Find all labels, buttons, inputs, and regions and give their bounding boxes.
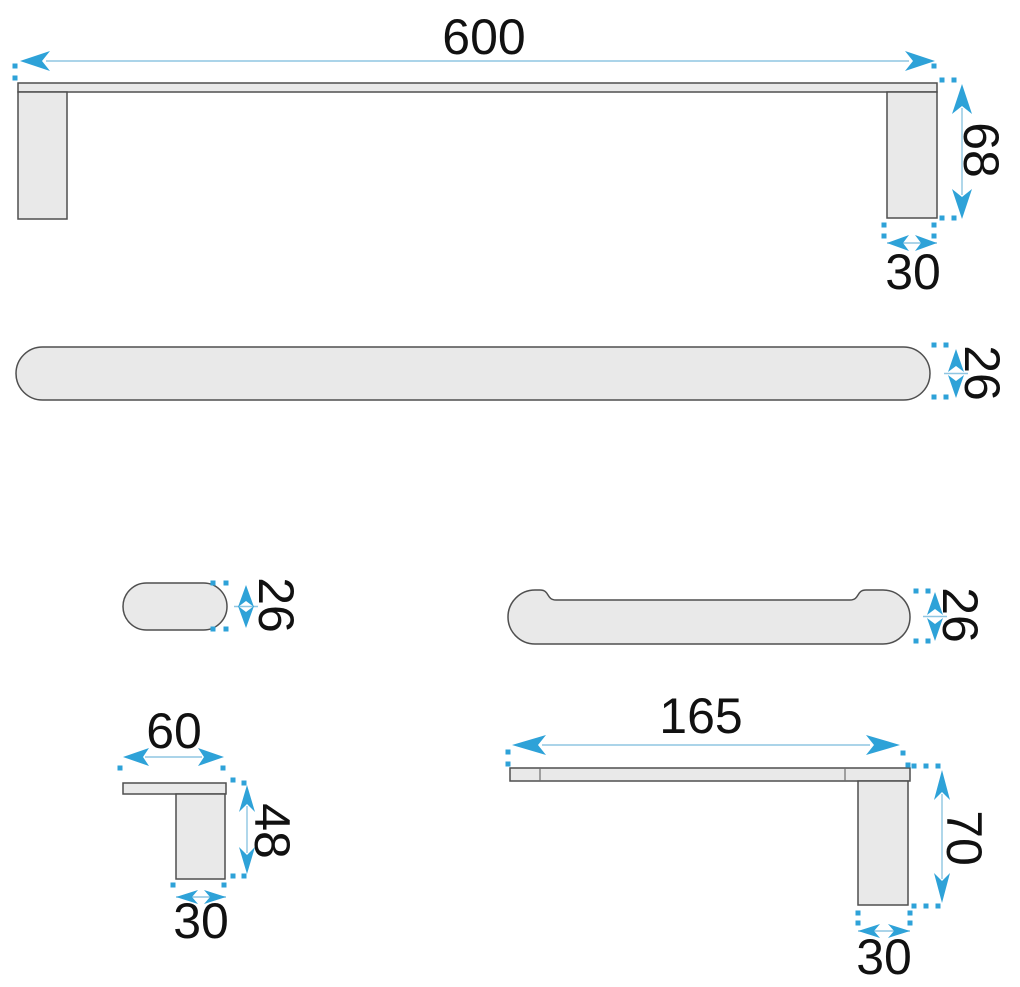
dim-30-side bbox=[855, 910, 913, 938]
bar-profile-view bbox=[15, 342, 968, 401]
bar-top-shape bbox=[507, 589, 911, 645]
bar-profile-shape bbox=[15, 346, 931, 401]
bracket-leg-shape bbox=[175, 793, 226, 880]
side-bar-shape bbox=[509, 767, 911, 782]
dim-48 bbox=[230, 777, 255, 879]
dim-label-bracket-width: 60 bbox=[146, 703, 202, 759]
rail-side-view bbox=[505, 735, 950, 938]
dim-30-bracket bbox=[170, 882, 227, 904]
arrow-left-icon bbox=[176, 890, 198, 904]
arrow-up-icon bbox=[239, 785, 255, 812]
front-bar-shape bbox=[17, 82, 938, 93]
dim-label-post-thickness: 26 bbox=[248, 577, 304, 633]
arrow-up-icon bbox=[952, 84, 972, 114]
arrow-right-icon bbox=[204, 890, 226, 904]
post-profile-view bbox=[122, 580, 258, 632]
arrow-left-icon bbox=[123, 748, 149, 766]
front-right-post-shape bbox=[886, 91, 938, 219]
dim-label-bar-thickness: 26 bbox=[954, 345, 1010, 401]
bracket-side-view bbox=[117, 748, 255, 904]
dim-label-bar-top-thickness: 26 bbox=[932, 587, 988, 643]
arrow-right-icon bbox=[866, 735, 900, 755]
dim-60 bbox=[117, 748, 226, 771]
bracket-plate-shape bbox=[122, 782, 227, 795]
arrow-down-icon bbox=[927, 618, 943, 641]
arrow-up-icon bbox=[238, 585, 254, 607]
dim-600 bbox=[12, 51, 957, 83]
dim-label-side-depth: 165 bbox=[659, 688, 743, 744]
front-view bbox=[12, 51, 972, 251]
dim-label-front-post-width: 30 bbox=[885, 244, 941, 300]
side-post-shape bbox=[857, 780, 909, 906]
arrow-up-icon bbox=[927, 592, 943, 615]
arrow-up-icon bbox=[948, 349, 964, 372]
dim-label-front-length: 600 bbox=[442, 9, 526, 65]
dim-26-bar-top bbox=[913, 588, 947, 644]
dim-label-bracket-height: 48 bbox=[244, 803, 300, 859]
post-profile-shape bbox=[122, 582, 228, 631]
dim-label-front-height: 68 bbox=[953, 122, 1009, 178]
dim-26-bar-profile bbox=[931, 342, 968, 400]
arrow-right-icon bbox=[905, 51, 935, 71]
arrow-down-icon bbox=[238, 606, 254, 628]
dim-68 bbox=[939, 84, 972, 221]
arrow-left-icon bbox=[512, 735, 546, 755]
arrow-up-icon bbox=[934, 770, 950, 800]
arrow-down-icon bbox=[952, 189, 972, 219]
dim-label-side-height: 70 bbox=[936, 810, 992, 866]
arrow-right-icon bbox=[915, 235, 937, 251]
dim-label-bracket-depth: 30 bbox=[173, 893, 229, 949]
arrow-right-icon bbox=[888, 924, 910, 938]
arrow-down-icon bbox=[239, 847, 255, 874]
dim-label-side-post-depth: 30 bbox=[856, 929, 912, 985]
dim-26-post bbox=[210, 580, 258, 632]
bar-top-view bbox=[507, 588, 947, 645]
arrow-left-icon bbox=[20, 51, 50, 71]
arrow-left-icon bbox=[858, 924, 880, 938]
dim-70 bbox=[911, 770, 950, 909]
arrow-down-icon bbox=[948, 375, 964, 398]
arrow-down-icon bbox=[934, 873, 950, 903]
arrow-right-icon bbox=[198, 748, 224, 766]
front-left-post-shape bbox=[17, 91, 68, 220]
dim-165 bbox=[505, 735, 941, 769]
arrow-left-icon bbox=[887, 235, 909, 251]
dim-30-front bbox=[881, 222, 937, 251]
